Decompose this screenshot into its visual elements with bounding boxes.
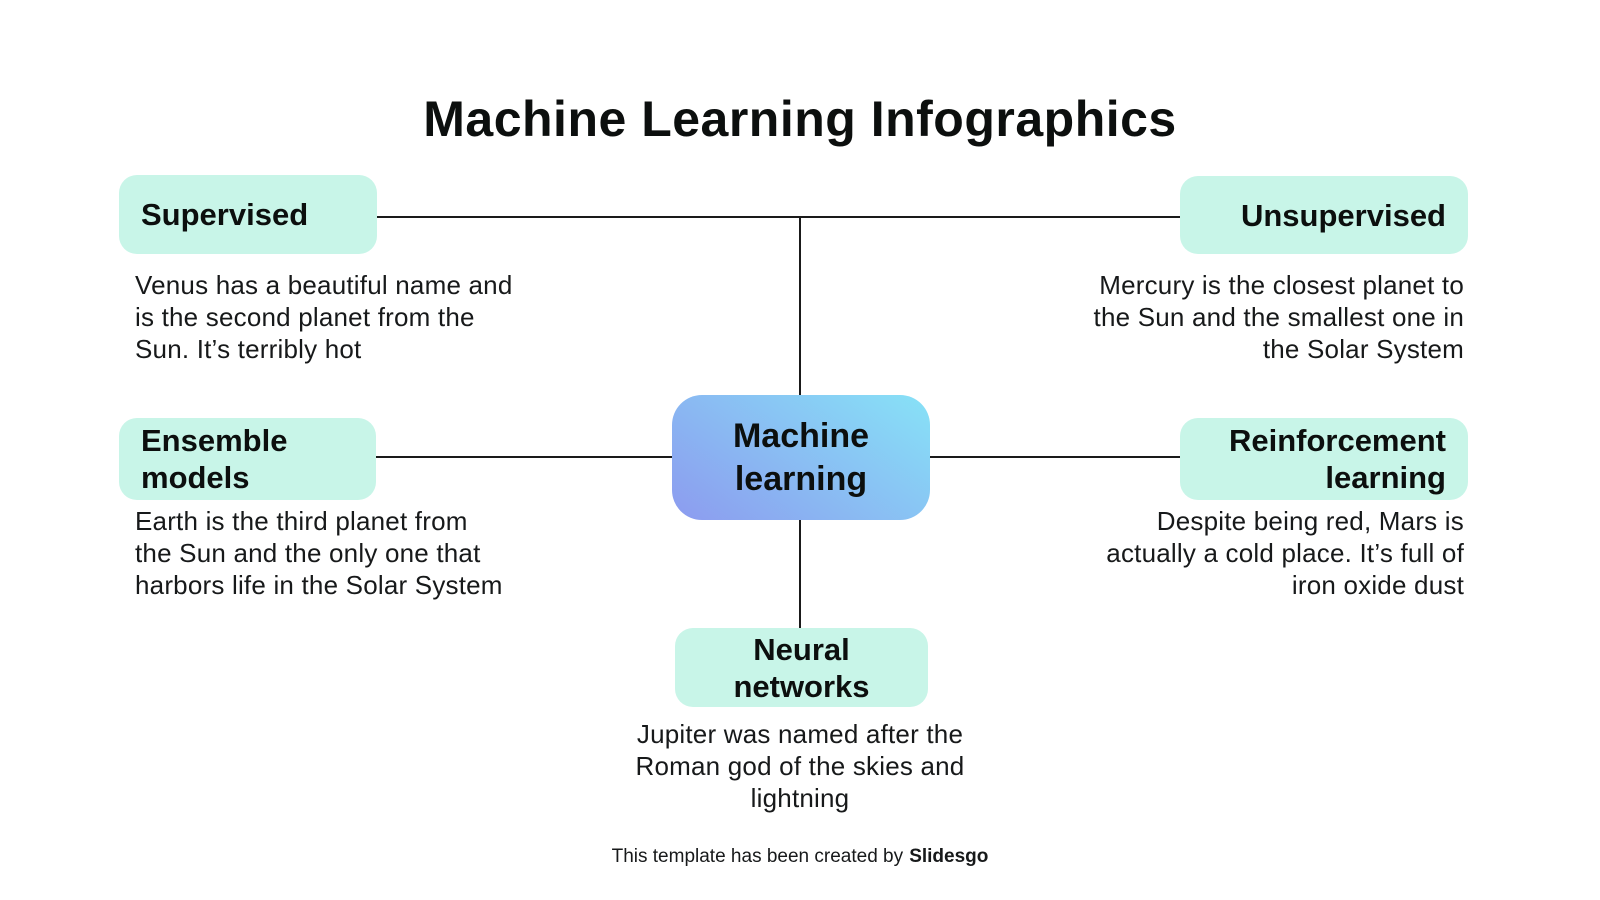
node-neural-networks: Neural networks xyxy=(675,628,928,707)
description-supervised: Venus has a beautiful name and is the se… xyxy=(135,270,513,364)
node-ensemble-models-label: Ensemble models xyxy=(141,423,288,495)
node-supervised-label: Supervised xyxy=(141,197,309,232)
connector-top-vertical xyxy=(799,216,801,395)
connector-middle-left xyxy=(376,456,672,458)
connector-top-horizontal xyxy=(377,216,1180,218)
node-machine-learning-label: Machine learning xyxy=(732,416,870,498)
node-unsupervised: Unsupervised xyxy=(1180,176,1468,254)
description-unsupervised: Mercury is the closest planet to the Sun… xyxy=(1093,270,1464,364)
description-reinforcement-learning: Despite being red, Mars is actually a co… xyxy=(1106,506,1464,600)
page-title: Machine Learning Infographics xyxy=(423,91,1177,147)
description-neural-networks: Jupiter was named after the Roman god of… xyxy=(635,719,965,813)
node-machine-learning: Machine learning xyxy=(672,395,930,520)
node-unsupervised-label: Unsupervised xyxy=(1240,197,1446,233)
connector-middle-right xyxy=(930,456,1180,458)
footer-credit-text: This template has been created by xyxy=(611,846,904,867)
connector-bottom-vertical xyxy=(799,520,801,628)
description-ensemble-models: Earth is the third planet from the Sun a… xyxy=(135,506,503,600)
node-reinforcement-learning: Reinforcement learning xyxy=(1180,418,1468,500)
node-reinforcement-learning-label: Reinforcement learning xyxy=(1228,423,1446,495)
node-ensemble-models: Ensemble models xyxy=(119,418,376,500)
node-neural-networks-label: Neural networks xyxy=(733,631,870,704)
node-supervised: Supervised xyxy=(119,175,377,254)
footer-brand: Slidesgo xyxy=(909,846,989,867)
